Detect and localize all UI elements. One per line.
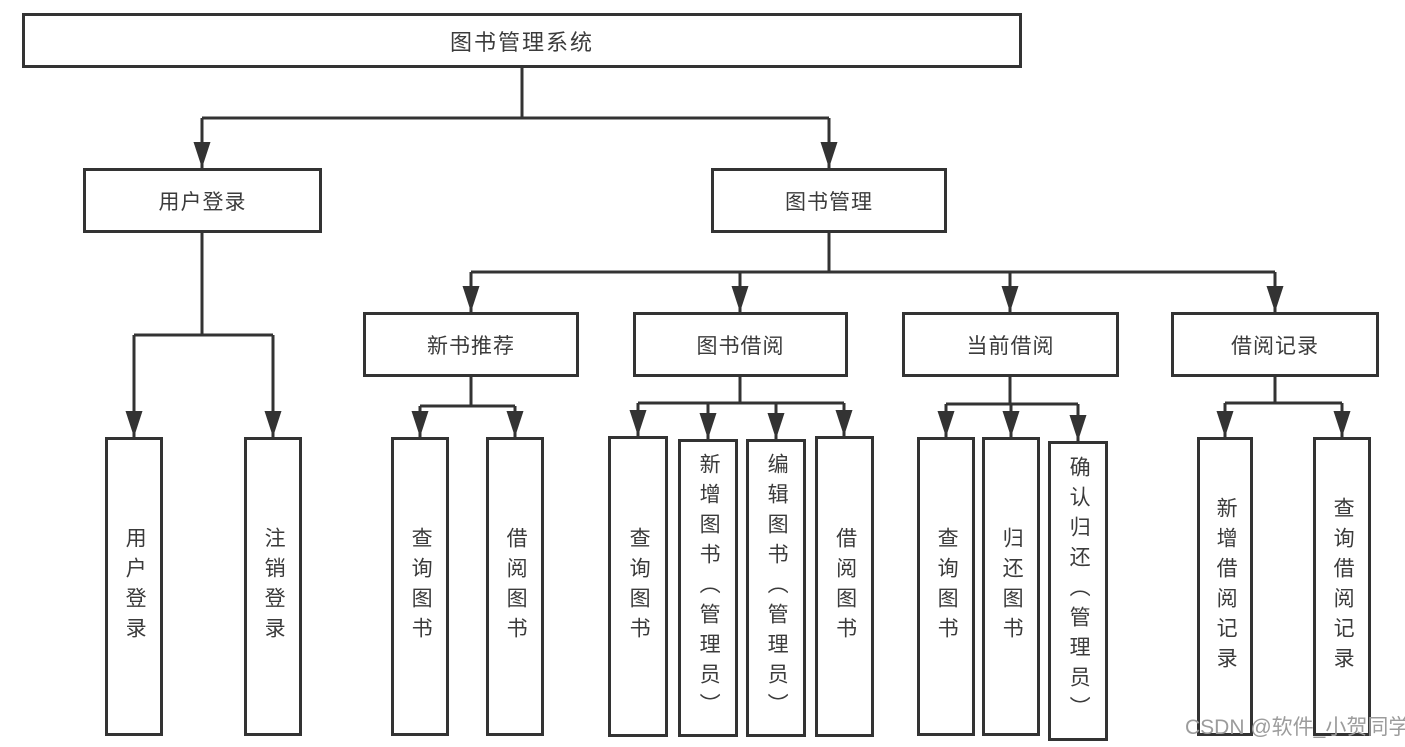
csdn-watermark: CSDN @软件_小贺同学 bbox=[1185, 716, 1405, 739]
leaf-user-login: 用户登录 bbox=[105, 437, 163, 736]
connector-user-login-trunk bbox=[134, 233, 273, 337]
leaf-label: 归还图书 bbox=[1000, 526, 1024, 647]
node-label: 当前借阅 bbox=[966, 334, 1055, 358]
connector-new-book-trunk bbox=[420, 377, 515, 408]
node-library-management-system: 图书管理系统 bbox=[22, 13, 1022, 68]
leaf-label: 查询图书 bbox=[627, 526, 651, 647]
leaf-logout: 注销登录 bbox=[244, 437, 302, 736]
leaf-label: 确认归还（管理员） bbox=[1067, 456, 1091, 726]
node-label: 借阅记录 bbox=[1231, 334, 1319, 358]
connector-root-trunk bbox=[202, 67, 829, 120]
leaf-label: 用户登录 bbox=[123, 526, 147, 647]
leaf-label: 查询图书 bbox=[409, 526, 433, 647]
leaf-bb-edit-book-admin: 编辑图书（管理员） bbox=[746, 439, 806, 737]
leaf-br-add-record: 新增借阅记录 bbox=[1197, 437, 1253, 736]
leaf-cb-query-book: 查询图书 bbox=[917, 437, 975, 736]
leaf-cb-confirm-return-admin: 确认归还（管理员） bbox=[1048, 441, 1108, 741]
node-label: 图书管理系统 bbox=[449, 29, 594, 55]
leaf-label: 借阅图书 bbox=[833, 526, 857, 647]
leaf-label: 借阅图书 bbox=[504, 526, 528, 647]
leaf-bb-query-book: 查询图书 bbox=[608, 436, 668, 737]
leaf-bb-borrow-book: 借阅图书 bbox=[815, 436, 874, 737]
node-label: 图书管理 bbox=[785, 190, 873, 214]
node-book-borrow: 图书借阅 bbox=[633, 312, 848, 377]
leaf-label: 查询借阅记录 bbox=[1331, 496, 1355, 677]
leaf-br-query-record: 查询借阅记录 bbox=[1313, 437, 1371, 736]
node-label: 新书推荐 bbox=[427, 334, 515, 358]
leaf-label: 查询图书 bbox=[935, 526, 959, 647]
leaf-cb-return-book: 归还图书 bbox=[982, 437, 1040, 736]
leaf-nb-borrow-book: 借阅图书 bbox=[486, 437, 544, 736]
node-borrow-record: 借阅记录 bbox=[1171, 312, 1379, 377]
node-label: 图书借阅 bbox=[696, 334, 785, 358]
node-new-book-recommend: 新书推荐 bbox=[363, 312, 579, 377]
node-book-management: 图书管理 bbox=[711, 168, 947, 233]
leaf-label: 注销登录 bbox=[262, 526, 286, 647]
node-current-borrow: 当前借阅 bbox=[902, 312, 1119, 377]
node-user-login: 用户登录 bbox=[83, 168, 322, 233]
leaf-label: 新增借阅记录 bbox=[1214, 496, 1238, 677]
connector-current-borrow-trunk bbox=[946, 377, 1078, 406]
connector-book-mgmt-trunk bbox=[471, 233, 1275, 274]
leaf-label: 编辑图书（管理员） bbox=[765, 453, 789, 723]
connector-borrow-record-trunk bbox=[1225, 377, 1342, 405]
leaf-label: 新增图书（管理员） bbox=[697, 453, 721, 723]
connector-book-borrow-trunk bbox=[638, 377, 844, 405]
leaf-bb-add-book-admin: 新增图书（管理员） bbox=[678, 439, 738, 737]
node-label: 用户登录 bbox=[158, 190, 247, 214]
leaf-nb-query-book: 查询图书 bbox=[391, 437, 449, 736]
